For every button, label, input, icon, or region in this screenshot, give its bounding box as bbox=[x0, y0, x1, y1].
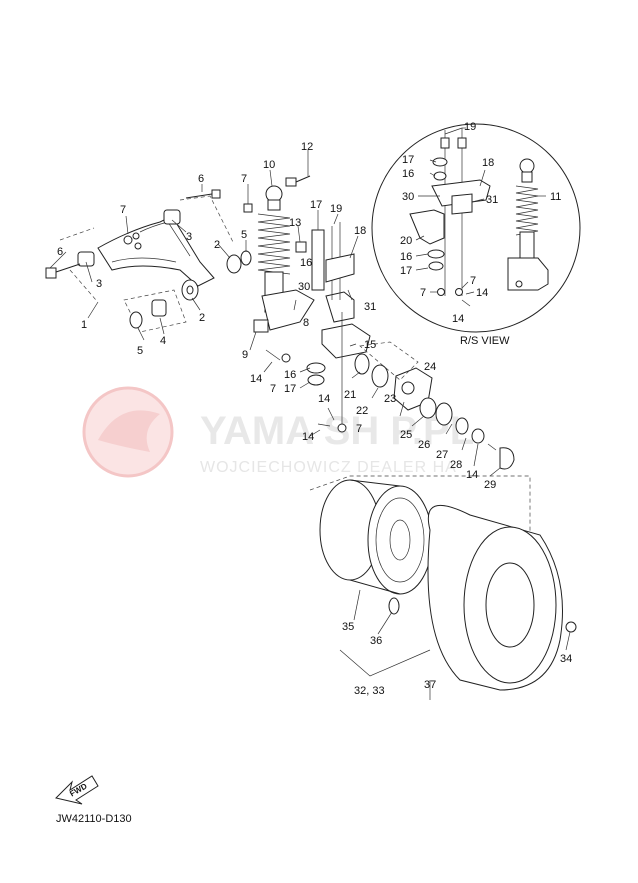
callout-34: 34 bbox=[560, 653, 572, 665]
inset-shock-absorber bbox=[507, 158, 549, 291]
watermark: YAMA SH P.PL WOJCIECHOWICZ DEALER HA bbox=[82, 386, 474, 478]
callout-35: 35 bbox=[342, 621, 354, 633]
callout-14c: 14 bbox=[302, 431, 314, 443]
callout-26: 26 bbox=[418, 439, 430, 451]
callout-14d: 14 bbox=[466, 469, 478, 481]
callout-29: 29 bbox=[484, 479, 496, 491]
watermark-logo-mark bbox=[98, 410, 160, 452]
inset-callout-17b: 17 bbox=[400, 265, 412, 277]
callout-4: 4 bbox=[160, 335, 166, 347]
callout-7b: 7 bbox=[120, 204, 126, 216]
wheel-rim bbox=[309, 475, 531, 615]
callout-28: 28 bbox=[450, 459, 462, 471]
callout-10: 10 bbox=[263, 159, 275, 171]
callout-2a: 2 bbox=[214, 239, 220, 251]
inset-callout-19: 19 bbox=[464, 121, 476, 133]
callout-6b: 6 bbox=[57, 246, 63, 258]
callout-5b: 5 bbox=[137, 345, 143, 357]
inset-callout-14a: 14 bbox=[476, 287, 488, 299]
callout-15: 15 bbox=[364, 339, 376, 351]
callout-19a: 19 bbox=[330, 203, 342, 215]
callout-5a: 5 bbox=[241, 229, 247, 241]
inset-circle bbox=[371, 123, 581, 333]
fwd-arrow-icon: FWD bbox=[55, 775, 99, 805]
rs-view-inset: 19 17 18 16 30 31 11 20 16 17 7 7 14 14 … bbox=[371, 121, 581, 347]
callouts: 12 10 6 7 7 6 3 3 2 2 5 5 1 4 13 17 19 1… bbox=[57, 141, 572, 697]
inset-callout-18: 18 bbox=[482, 157, 494, 169]
callout-18a: 18 bbox=[354, 225, 366, 237]
callout-16a: 16 bbox=[300, 257, 312, 269]
inset-callout-17a: 17 bbox=[402, 154, 414, 166]
callout-2b: 2 bbox=[199, 312, 205, 324]
inset-callout-31: 31 bbox=[486, 194, 498, 206]
inset-kingpin bbox=[409, 128, 491, 307]
callout-17b: 17 bbox=[284, 383, 296, 395]
inset-callout-20: 20 bbox=[400, 235, 412, 247]
callout-25: 25 bbox=[400, 429, 412, 441]
callout-9: 9 bbox=[242, 349, 248, 361]
callout-7c: 7 bbox=[270, 383, 276, 395]
callout-16b: 16 bbox=[284, 369, 296, 381]
callout-36: 36 bbox=[370, 635, 382, 647]
callout-1: 1 bbox=[81, 319, 87, 331]
callout-24: 24 bbox=[424, 361, 436, 373]
wheel-hub-assembly bbox=[354, 341, 515, 470]
inset-label: R/S VIEW bbox=[460, 335, 510, 347]
inset-callout-16b: 16 bbox=[400, 251, 412, 263]
callout-22: 22 bbox=[356, 405, 368, 417]
callout-21: 21 bbox=[344, 389, 356, 401]
callout-7a: 7 bbox=[241, 173, 247, 185]
callout-3a: 3 bbox=[186, 231, 192, 243]
callout-12: 12 bbox=[301, 141, 313, 153]
callout-17a: 17 bbox=[310, 199, 322, 211]
inset-callout-7a: 7 bbox=[420, 287, 426, 299]
callout-8: 8 bbox=[303, 317, 309, 329]
callout-14a: 14 bbox=[250, 373, 262, 385]
upper-a-arm bbox=[45, 189, 252, 333]
diagram-code: JW42110-D130 bbox=[56, 813, 132, 825]
callout-3b: 3 bbox=[96, 278, 102, 290]
callout-14b: 14 bbox=[318, 393, 330, 405]
callout-32-33: 32, 33 bbox=[354, 685, 385, 697]
callout-13: 13 bbox=[289, 217, 301, 229]
callout-23: 23 bbox=[384, 393, 396, 405]
inset-callout-14b: 14 bbox=[452, 313, 464, 325]
steering-knuckle bbox=[253, 222, 371, 433]
inset-callout-16a: 16 bbox=[402, 168, 414, 180]
inset-callout-7b: 7 bbox=[470, 275, 476, 287]
inset-callout-30: 30 bbox=[402, 191, 414, 203]
callout-30a: 30 bbox=[298, 281, 310, 293]
callout-6a: 6 bbox=[198, 173, 204, 185]
inset-callout-11: 11 bbox=[550, 191, 561, 203]
callout-27: 27 bbox=[436, 449, 448, 461]
watermark-subtitle: WOJCIECHOWICZ DEALER HA bbox=[200, 459, 457, 476]
callout-7d: 7 bbox=[356, 423, 362, 435]
callout-37: 37 bbox=[424, 679, 436, 691]
leader-lines bbox=[49, 150, 571, 700]
inset-leaders bbox=[415, 127, 546, 295]
callout-31a: 31 bbox=[364, 301, 376, 313]
tire bbox=[427, 505, 577, 691]
